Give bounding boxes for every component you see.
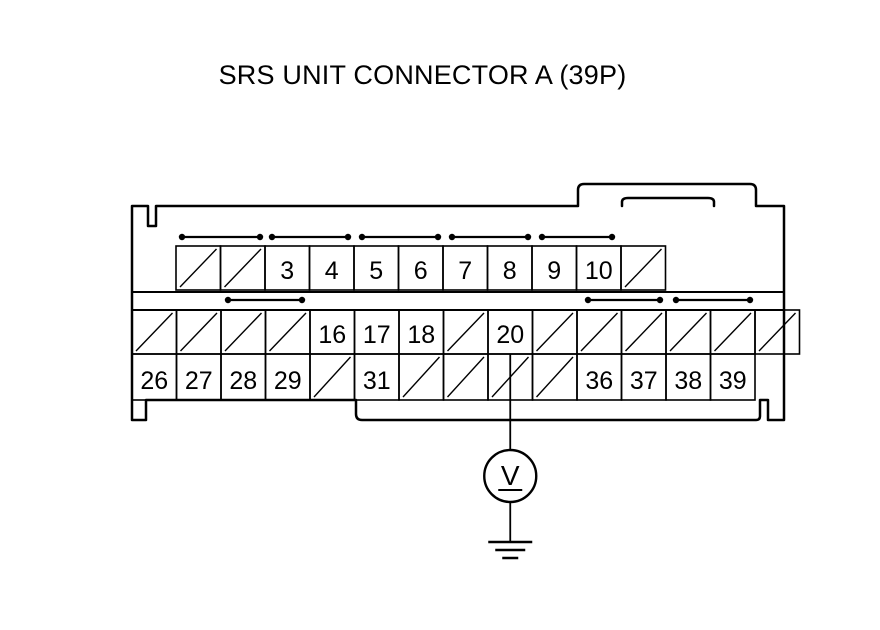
unused-terminal-slash bbox=[624, 248, 663, 288]
terminal-label: 36 bbox=[585, 367, 613, 395]
terminal-label: 3 bbox=[280, 257, 294, 285]
unused-terminal-slash bbox=[135, 312, 174, 352]
unused-terminal-slash bbox=[580, 312, 619, 352]
terminal-label: 17 bbox=[363, 321, 391, 349]
short-bar-dot bbox=[538, 233, 546, 241]
short-bar-dot bbox=[672, 296, 680, 304]
terminal-label: 5 bbox=[369, 257, 383, 285]
short-bar-dot bbox=[608, 233, 616, 241]
unused-terminal-slash bbox=[313, 356, 352, 398]
unused-terminal-slash bbox=[224, 312, 263, 352]
diagram-title: SRS UNIT CONNECTOR A (39P) bbox=[218, 60, 627, 90]
voltmeter-symbol: V bbox=[501, 460, 520, 491]
short-bar-dot bbox=[358, 233, 366, 241]
short-bar-dot bbox=[344, 233, 352, 241]
short-bar-dot bbox=[298, 296, 306, 304]
terminal-label: 27 bbox=[185, 367, 213, 395]
terminal-label: 9 bbox=[547, 257, 561, 285]
unused-terminal-slash bbox=[624, 312, 663, 352]
short-bar-dot bbox=[656, 296, 664, 304]
unused-terminal-slash bbox=[179, 312, 218, 352]
terminal-label: 20 bbox=[496, 321, 524, 349]
terminal-label: 26 bbox=[140, 367, 168, 395]
connector-housing bbox=[130, 182, 786, 422]
terminal-label: 38 bbox=[674, 367, 702, 395]
short-bar-dot bbox=[584, 296, 592, 304]
short-bar-dot bbox=[448, 233, 456, 241]
locking-tab bbox=[620, 196, 716, 208]
terminal-cells: 3 4 5 6 7 8 9 10 16 17 18 20 26 27 28 29 31 36 37 38 39 bbox=[131, 245, 801, 401]
short-bar-dot bbox=[224, 296, 232, 304]
short-bar-dot bbox=[524, 233, 532, 241]
unused-terminal-slash bbox=[758, 312, 797, 352]
terminal-cell bbox=[754, 309, 801, 355]
unused-terminal-slash bbox=[179, 248, 218, 288]
unused-terminal-slash bbox=[223, 248, 262, 288]
terminal-label: 16 bbox=[318, 321, 346, 349]
unused-terminal-slash bbox=[446, 356, 485, 398]
terminal-cell bbox=[620, 245, 667, 291]
voltmeter-group: V bbox=[483, 354, 538, 560]
terminal-label: 10 bbox=[585, 257, 613, 285]
unused-terminal-slash bbox=[535, 356, 574, 398]
short-bar-dot bbox=[178, 233, 186, 241]
terminal-label: 6 bbox=[414, 257, 428, 285]
terminal-cell bbox=[709, 353, 756, 401]
unused-terminal-slash bbox=[713, 312, 752, 352]
terminal-label: 7 bbox=[458, 257, 472, 285]
terminal-label: 39 bbox=[719, 367, 747, 395]
short-bar-dot bbox=[268, 233, 276, 241]
unused-terminal-slash bbox=[669, 312, 708, 352]
terminal-label: 4 bbox=[325, 257, 339, 285]
terminal-label: 8 bbox=[503, 257, 517, 285]
terminal-label: 29 bbox=[274, 367, 302, 395]
terminal-label: 37 bbox=[630, 367, 658, 395]
terminal-label: 28 bbox=[229, 367, 257, 395]
unused-terminal-slash bbox=[446, 312, 485, 352]
unused-terminal-slash bbox=[535, 312, 574, 352]
terminal-label: 31 bbox=[363, 367, 391, 395]
unused-terminal-slash bbox=[268, 312, 307, 352]
short-bar-dot bbox=[746, 296, 754, 304]
short-bars bbox=[178, 233, 754, 304]
short-bar-dot bbox=[434, 233, 442, 241]
terminal-label: 18 bbox=[407, 321, 435, 349]
unused-terminal-slash bbox=[402, 356, 441, 398]
short-bar-dot bbox=[256, 233, 264, 241]
